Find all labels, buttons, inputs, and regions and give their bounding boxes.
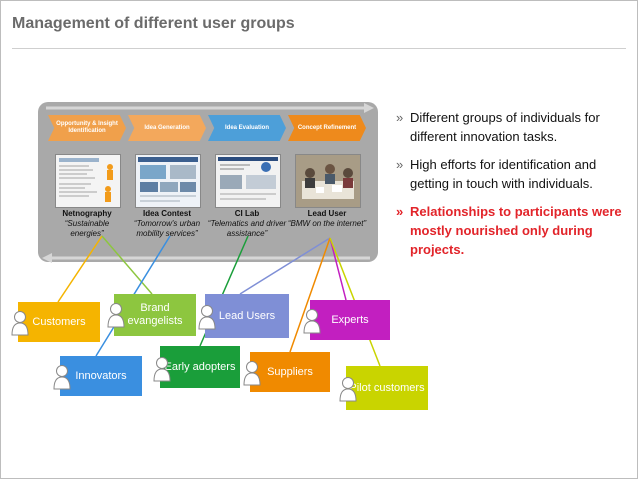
group-suppliers: Suppliers bbox=[250, 352, 330, 392]
person-icon bbox=[303, 309, 321, 334]
group-experts: Experts bbox=[310, 300, 390, 340]
bullet-list: » Different groups of individuals for di… bbox=[396, 108, 628, 268]
bullet-marker: » bbox=[396, 110, 404, 125]
stage-head-concept-refinement: Concept Refinement bbox=[288, 115, 366, 141]
person-icon bbox=[11, 311, 29, 336]
connector-suppliers bbox=[289, 237, 331, 353]
lead-user-photo bbox=[295, 154, 361, 208]
stage-caption-lead-user: Lead User “BMW on the internet” bbox=[287, 209, 367, 229]
bullet-marker: » bbox=[396, 204, 404, 219]
stage-quote: “BMW on the internet” bbox=[287, 219, 367, 228]
stage-head-opportunity: Opportunity & Insight Identification bbox=[48, 115, 126, 141]
stage-name: Idea Contest bbox=[142, 209, 191, 218]
stage-caption-netnography: Netnography “Sustainable energies” bbox=[47, 209, 127, 239]
connector-lead-users bbox=[239, 237, 331, 295]
stage-name: CI Lab bbox=[234, 209, 260, 218]
bullet-marker: » bbox=[396, 157, 404, 172]
title-divider bbox=[12, 48, 626, 49]
stage-name: Lead User bbox=[307, 209, 347, 218]
slide-title: Management of different user groups bbox=[12, 15, 295, 32]
stage-quote: “Telematics and driver assistance” bbox=[207, 219, 287, 238]
connector-customers bbox=[57, 235, 103, 303]
stage-name: Netnography bbox=[62, 209, 112, 218]
idea-contest-screenshot bbox=[135, 154, 201, 208]
group-pilot-customers: Pilot customers bbox=[346, 366, 428, 410]
stage-head-idea-evaluation: Idea Evaluation bbox=[208, 115, 286, 141]
netnography-screenshot bbox=[55, 154, 121, 208]
person-icon bbox=[53, 365, 71, 390]
group-customers: Customers bbox=[18, 302, 100, 342]
stage-caption-idea-contest: Idea Contest “Tomorrow's urban mobility … bbox=[127, 209, 207, 239]
cycle-arrow-icon bbox=[42, 103, 374, 263]
ci-lab-screenshot bbox=[215, 154, 281, 208]
bullet-text: Different groups of individuals for diff… bbox=[410, 110, 600, 144]
connector-brand-evangelists bbox=[101, 235, 153, 295]
person-icon bbox=[107, 303, 125, 328]
connector-experts bbox=[329, 237, 347, 301]
bullet-item: » Different groups of individuals for di… bbox=[396, 108, 628, 146]
group-innovators: Innovators bbox=[60, 356, 142, 396]
bullet-item-highlight: » Relationships to participants were mos… bbox=[396, 202, 628, 259]
person-icon bbox=[153, 357, 171, 382]
stage-quote: “Tomorrow's urban mobility services” bbox=[133, 219, 201, 238]
bullet-text: High efforts for identification and gett… bbox=[410, 157, 597, 191]
stage-caption-ci-lab: CI Lab “Telematics and driver assistance… bbox=[207, 209, 287, 239]
bullet-item: » High efforts for identification and ge… bbox=[396, 155, 628, 193]
person-icon bbox=[243, 361, 261, 386]
group-lead-users: Lead Users bbox=[205, 294, 289, 338]
person-icon bbox=[339, 377, 357, 402]
person-icon bbox=[198, 305, 216, 330]
bullet-text: Relationships to participants were mostl… bbox=[410, 204, 622, 257]
stage-quote: “Sustainable energies” bbox=[64, 219, 110, 238]
stage-head-idea-generation: Idea Generation bbox=[128, 115, 206, 141]
group-early-adopters: Early adopters bbox=[160, 346, 240, 388]
group-brand-evangelists: Brand evangelists bbox=[114, 294, 196, 336]
